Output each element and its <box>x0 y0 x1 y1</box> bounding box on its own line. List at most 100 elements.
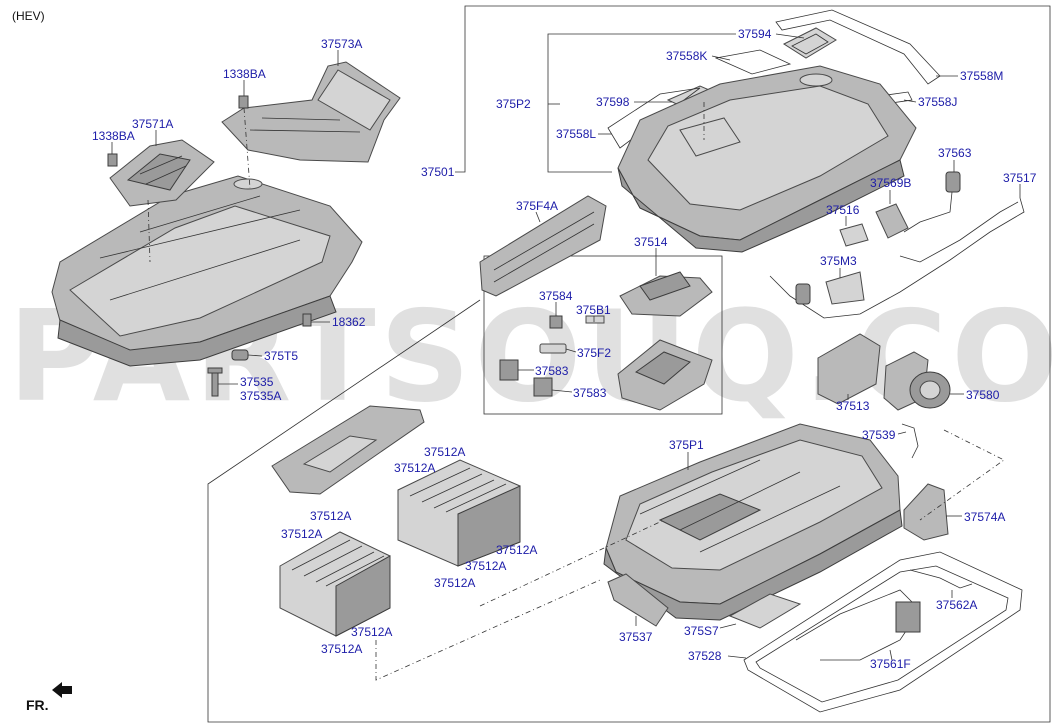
callout-37501[interactable]: 37501 <box>421 165 455 179</box>
gasket-37594 <box>782 27 837 59</box>
callout-37512A-9[interactable]: 37512A <box>321 642 362 656</box>
callout-37583-b[interactable]: 37583 <box>551 386 607 400</box>
callout-37516[interactable]: 37516 <box>826 203 860 226</box>
callout-37517[interactable]: 37517 <box>1003 171 1037 198</box>
callout-37573A[interactable]: 37573A <box>321 37 362 66</box>
callout-37513[interactable]: 37513 <box>836 394 870 413</box>
callout-375F2[interactable]: 375F2 <box>565 346 611 360</box>
cell-modules-lower <box>279 531 391 637</box>
callout-375B1[interactable]: 375B1 <box>576 303 611 322</box>
component-group-frame <box>483 255 723 415</box>
callout-375P2[interactable]: 375P2 <box>496 97 531 111</box>
bracket-375P2-top <box>547 33 736 92</box>
bolt-1338BA-left <box>107 153 151 263</box>
upper-case-assembly <box>51 175 363 367</box>
callout-37558K[interactable]: 37558K <box>666 49 731 63</box>
front-arrow-icon <box>52 682 72 698</box>
callout-37537[interactable]: 37537 <box>619 616 653 644</box>
bracket-37537 <box>607 573 669 627</box>
callout-37528[interactable]: 37528 <box>688 649 747 663</box>
callout-1338BA-left[interactable]: 1338BA <box>92 129 135 154</box>
svg-text:37574A: 37574A <box>964 510 1005 524</box>
svg-text:37528: 37528 <box>688 649 722 663</box>
fuse-375F2 <box>539 343 567 354</box>
cover-plate-37571A <box>109 139 215 207</box>
callout-37571A[interactable]: 37571A <box>132 117 173 146</box>
callout-37512A-6[interactable]: 37512A <box>465 559 506 573</box>
harness-37561F <box>795 589 921 661</box>
assembly-frame <box>207 5 1051 723</box>
callout-37512A-2[interactable]: 37512A <box>394 461 435 475</box>
svg-text:37571A: 37571A <box>132 117 173 131</box>
svg-text:37558M: 37558M <box>960 69 1003 83</box>
callout-37558J[interactable]: 37558J <box>903 95 957 109</box>
callout-37598[interactable]: 37598 <box>596 95 672 109</box>
svg-text:375P2: 375P2 <box>496 97 531 111</box>
callout-37583-a[interactable]: 37583 <box>518 364 569 378</box>
svg-text:375T5: 375T5 <box>264 349 298 363</box>
svg-text:37512A: 37512A <box>351 625 392 639</box>
callout-375T5[interactable]: 375T5 <box>247 349 298 363</box>
svg-text:37580: 37580 <box>966 388 1000 402</box>
svg-text:37512A: 37512A <box>434 576 475 590</box>
svg-text:375S7: 375S7 <box>684 624 719 638</box>
svg-text:37512A: 37512A <box>394 461 435 475</box>
callout-37512A-1[interactable]: 37512A <box>424 445 465 459</box>
callout-375M3[interactable]: 375M3 <box>820 254 857 278</box>
svg-text:37512A: 37512A <box>496 543 537 557</box>
callout-37512A-4[interactable]: 37512A <box>281 527 322 541</box>
svg-text:37512A: 37512A <box>281 527 322 541</box>
callout-18362[interactable]: 18362 <box>311 315 366 329</box>
svg-text:375B1: 375B1 <box>576 303 611 317</box>
sensor-37563 <box>903 171 961 233</box>
callout-37558L[interactable]: 37558L <box>556 127 612 141</box>
svg-text:37584: 37584 <box>539 289 573 303</box>
svg-text:37562A: 37562A <box>936 598 977 612</box>
variant-label: (HEV) <box>12 9 45 23</box>
callout-37574A[interactable]: 37574A <box>946 510 1005 524</box>
callout-37514[interactable]: 37514 <box>634 235 668 276</box>
svg-text:37558L: 37558L <box>556 127 596 141</box>
leader-modules-2 <box>375 579 601 681</box>
clip-375T5 <box>231 349 249 361</box>
front-label: FR. <box>26 697 49 713</box>
callout-37562A[interactable]: 37562A <box>936 590 977 612</box>
callout-37594[interactable]: 37594 <box>738 27 805 41</box>
gasket-37558M <box>775 9 941 85</box>
callout-37561F[interactable]: 37561F <box>870 649 911 671</box>
svg-text:37514: 37514 <box>634 235 668 249</box>
gasket-37528 <box>743 551 1023 713</box>
svg-text:37513: 37513 <box>836 399 870 413</box>
callout-37558M[interactable]: 37558M <box>936 69 1003 83</box>
callout-37569B[interactable]: 37569B <box>870 176 911 204</box>
svg-text:37598: 37598 <box>596 95 630 109</box>
callout-375S7[interactable]: 375S7 <box>684 623 737 638</box>
callout-375F4A[interactable]: 375F4A <box>516 199 558 223</box>
relay-37583-b <box>533 377 553 397</box>
pipe-37539 <box>901 423 919 459</box>
svg-text:37512A: 37512A <box>321 642 362 656</box>
bms-37513 <box>817 333 881 405</box>
svg-text:375F2: 375F2 <box>577 346 611 360</box>
bracket-37573A <box>221 61 401 163</box>
callout-37535[interactable]: 37535 37535A <box>218 375 281 403</box>
harness-37562A <box>909 569 973 589</box>
svg-text:1338BA: 1338BA <box>92 129 135 143</box>
callout-37584[interactable]: 37584 <box>539 289 573 316</box>
callout-37512A-8[interactable]: 37512A <box>351 625 392 639</box>
svg-text:375M3: 375M3 <box>820 254 857 268</box>
callout-37563[interactable]: 37563 <box>938 146 972 172</box>
leader-blower <box>919 429 1005 521</box>
callout-37580[interactable]: 37580 <box>950 388 1000 402</box>
svg-text:37512A: 37512A <box>424 445 465 459</box>
callout-375P1[interactable]: 375P1 <box>669 438 704 470</box>
svg-text:37539: 37539 <box>862 428 896 442</box>
callout-37539[interactable]: 37539 <box>862 428 907 442</box>
callout-37512A-5[interactable]: 37512A <box>496 543 537 557</box>
bracket-375M3 <box>825 271 865 305</box>
svg-text:37512A: 37512A <box>310 509 351 523</box>
callout-1338BA-top[interactable]: 1338BA <box>223 67 266 96</box>
callout-37512A-3[interactable]: 37512A <box>310 509 351 523</box>
callout-37512A-7[interactable]: 37512A <box>434 576 475 590</box>
svg-text:375F4A: 375F4A <box>516 199 558 213</box>
